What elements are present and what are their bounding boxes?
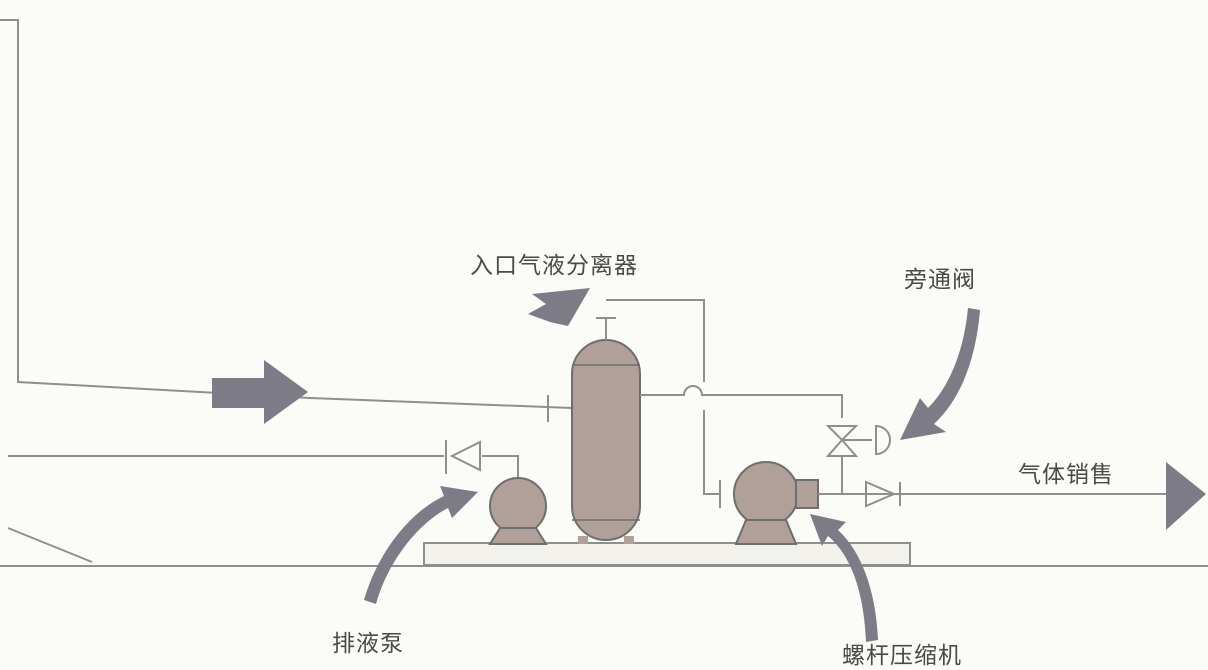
drain-pump-body [489,477,547,535]
slope-line [7,527,93,563]
check-valve-icon [449,440,481,472]
compressor-suction-pipe [703,410,720,495]
separator-leg-left [578,536,588,544]
bypass-valve-top [825,425,859,442]
pump-discharge-pipe [482,455,519,478]
gas-sales-label: 气体销售 [1018,462,1114,488]
drain-pump-base [488,527,548,545]
inlet-pipe [0,19,573,409]
skid-base [423,542,911,566]
separator-pointer-arrow [528,288,590,326]
screw-compressor-label: 螺杆压缩机 [842,643,962,669]
bypass-valve-bottom [825,438,859,457]
separator-vessel [571,339,641,541]
gas-outlet-pipe [640,385,843,418]
pump-pointer-arrow [364,486,478,604]
compressor-motor [795,479,819,509]
outlet-check-valve [865,480,897,508]
drain-pump-label: 排液泵 [332,631,404,657]
compressor-base [734,519,798,545]
bypass-pointer-arrow [900,308,980,440]
compressor-pointer-arrow [810,514,878,642]
separator-leg-right [624,536,634,544]
inlet-flow-arrow [212,360,308,424]
vent-pipe [606,299,705,382]
gas-sales-arrow [1166,462,1206,530]
bypass-valve-label: 旁通阀 [904,267,976,293]
bypass-actuator [875,424,891,456]
compressor-body [733,461,799,527]
inlet-separator-label: 入口气液分离器 [470,253,638,279]
